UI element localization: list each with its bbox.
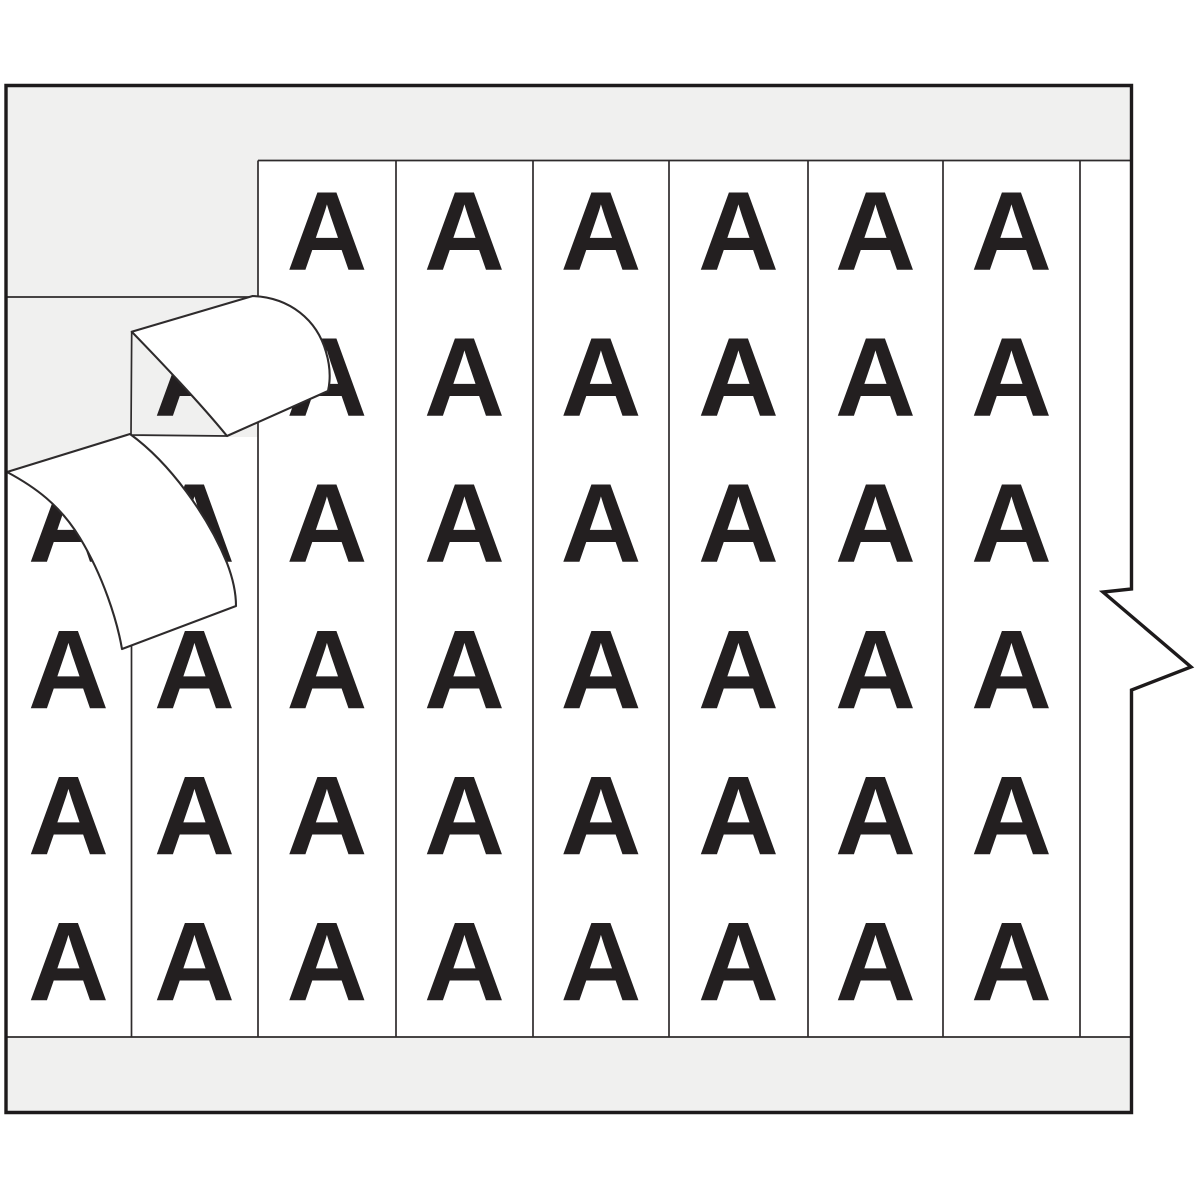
marker-letter: A (971, 753, 1052, 878)
marker-letter: A (424, 900, 505, 1025)
label-strip-block (258, 160, 1133, 1037)
marker-letter: A (154, 900, 235, 1025)
marker-letter: A (835, 900, 916, 1025)
marker-letter: A (287, 169, 368, 294)
marker-letter: A (698, 315, 779, 440)
marker-letter: A (154, 753, 235, 878)
marker-letter: A (971, 607, 1052, 732)
marker-letter: A (28, 900, 109, 1025)
marker-letter: A (561, 900, 642, 1025)
marker-letter: A (835, 315, 916, 440)
marker-letter: A (561, 315, 642, 440)
marker-letter: A (424, 753, 505, 878)
marker-letter: A (971, 461, 1052, 586)
marker-letter: A (287, 753, 368, 878)
marker-letter: A (698, 607, 779, 732)
marker-letter: A (561, 753, 642, 878)
card-border-outline (4, 83, 1195, 1115)
marker-letter: A (698, 900, 779, 1025)
marker-letter: A (28, 607, 109, 732)
card-border (4, 83, 1195, 1115)
marker-letter: A (698, 169, 779, 294)
marker-letter: A (835, 607, 916, 732)
marker-letter: A (424, 607, 505, 732)
marker-letter: A (561, 169, 642, 294)
marker-letter: A (424, 315, 505, 440)
marker-letter: A (561, 461, 642, 586)
marker-letter: A (561, 607, 642, 732)
marker-letter: A (287, 607, 368, 732)
marker-letter: A (835, 753, 916, 878)
marker-letter: A (971, 169, 1052, 294)
marker-letter: A (28, 753, 109, 878)
marker-letter: A (424, 169, 505, 294)
marker-letter: A (835, 169, 916, 294)
marker-letter: A (287, 461, 368, 586)
marker-letter: A (698, 753, 779, 878)
marker-letter: A (424, 461, 505, 586)
peeling-label-top (130, 294, 331, 438)
marker-letter: A (698, 461, 779, 586)
marker-letter: A (971, 315, 1052, 440)
marker-letter: A (835, 461, 916, 586)
peeling-label-bottom (5, 432, 238, 651)
label-strips (6, 160, 1133, 1037)
marker-letter: A (287, 900, 368, 1025)
peeling-labels (5, 294, 331, 651)
marker-letter: A (971, 900, 1052, 1025)
marker-letters: AAAAAAAAAAAAAAAAAAAAAAAAAAAAAAAAAAAAAAAA… (28, 169, 1052, 1025)
